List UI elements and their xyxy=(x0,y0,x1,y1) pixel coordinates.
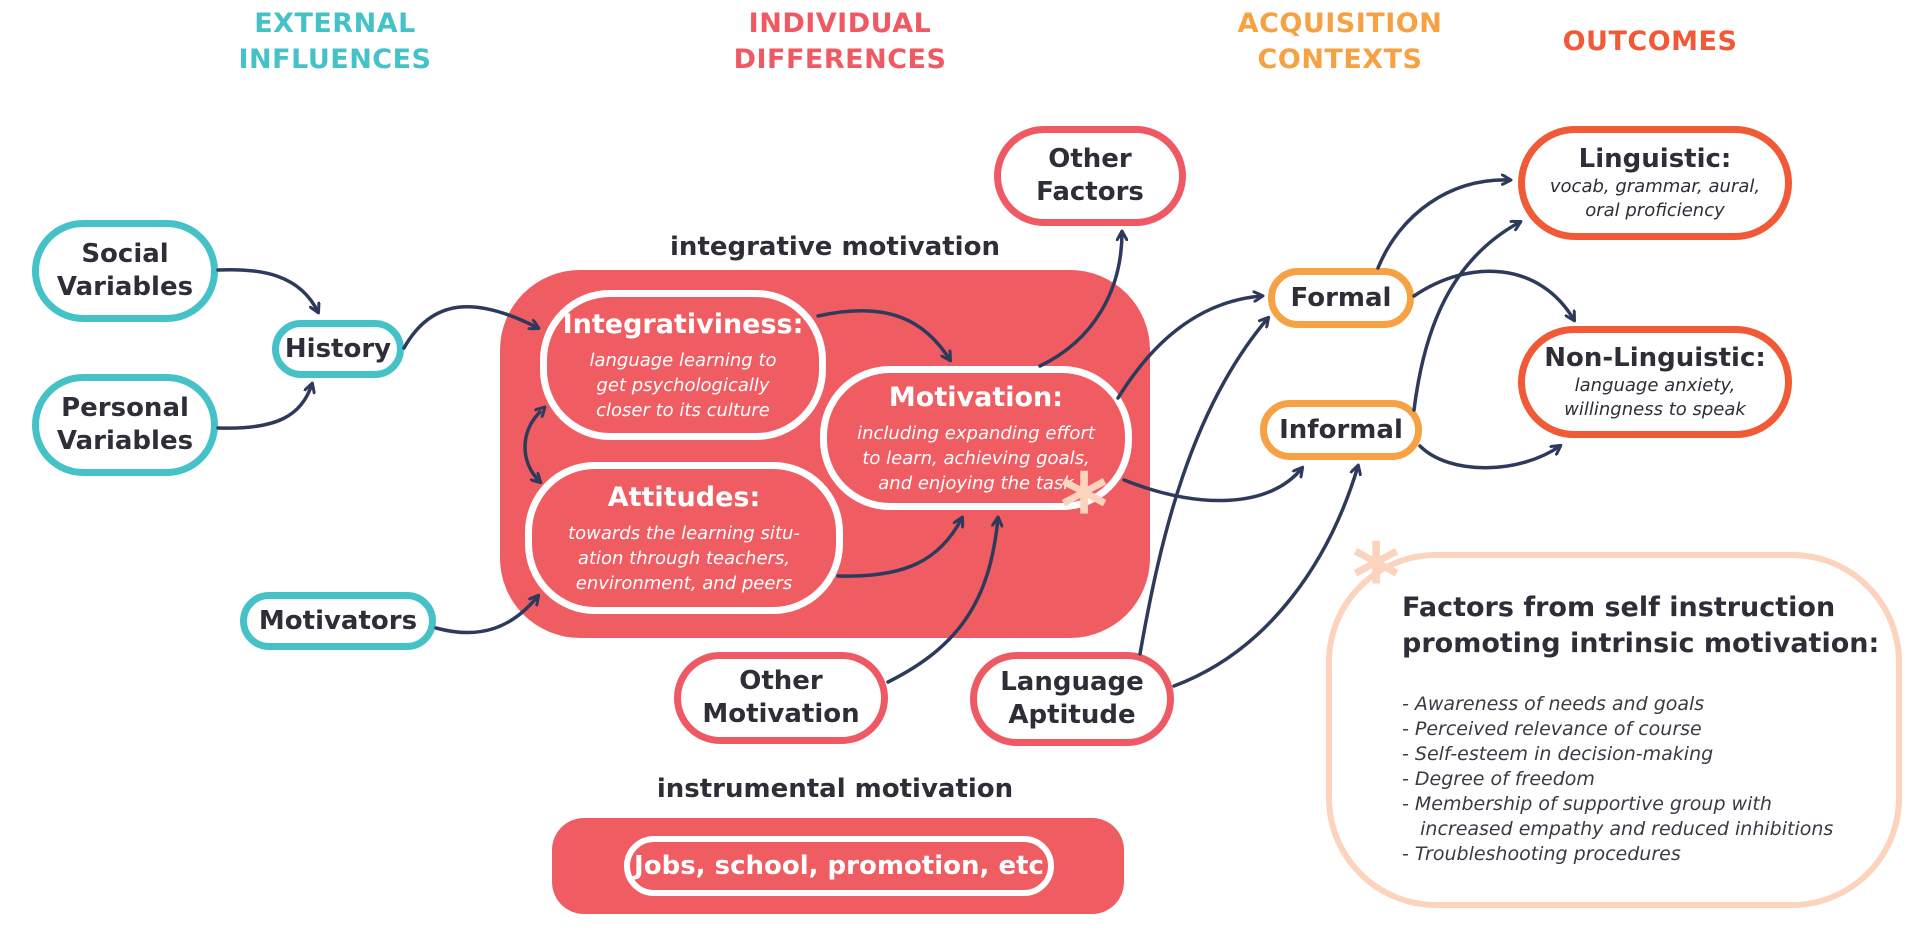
arrow-motivation-to-formal xyxy=(1116,296,1262,400)
arrow-attitudes-to-motivation xyxy=(836,518,962,578)
node-line: Formal xyxy=(1290,283,1392,313)
list-item: increased empathy and reduced inhibition… xyxy=(1402,818,1834,840)
desc-line: get psychologically xyxy=(596,374,770,396)
arrow-formal-to-linguistic xyxy=(1376,180,1510,270)
desc-line: willingness to speak xyxy=(1564,399,1746,420)
motivators-node: Motivators xyxy=(240,592,436,650)
list-item: - Self-esteem in decision-making xyxy=(1402,743,1714,765)
header-line: ACQUISITION xyxy=(1237,8,1443,39)
list-item: - Degree of freedom xyxy=(1402,768,1595,790)
integrative-motivation-label: integrative motivation xyxy=(670,232,1000,262)
instrumental-motivation-label: instrumental motivation xyxy=(656,774,1014,804)
header-line: EXTERNAL xyxy=(254,8,416,39)
arrow-aptitude-to-formal xyxy=(1138,318,1268,656)
header-individual-differences: INDIVIDUAL DIFFERENCES xyxy=(720,6,960,78)
asterisk-marker-self-instruction: * xyxy=(1352,524,1401,631)
title-line: promoting intrinsic motivation: xyxy=(1402,628,1880,659)
arrow-social-to-history xyxy=(216,267,318,312)
attitudes-node: Attitudes: towards the learning situ- at… xyxy=(525,462,843,614)
desc-line: ation through teachers, xyxy=(577,547,791,569)
self-instruction-title: Factors from self instruction promoting … xyxy=(1402,590,1879,662)
node-line: Other xyxy=(1048,144,1132,174)
node-line: Variables xyxy=(56,272,194,302)
header-acquisition-contexts: ACQUISITION CONTEXTS xyxy=(1220,6,1460,78)
desc-line: language anxiety, xyxy=(1574,375,1736,396)
arrow-personal-to-history xyxy=(216,384,312,430)
social-variables-node: Social Variables xyxy=(32,220,218,322)
self-instruction-box xyxy=(1326,552,1902,908)
arrow-history-to-integrativeness xyxy=(402,304,538,350)
node-line: Factors xyxy=(1036,177,1144,207)
desc-line: environment, and peers xyxy=(575,572,793,594)
nonlinguistic-desc: language anxiety, willingness to speak xyxy=(1564,374,1746,422)
title-line: Factors from self instruction xyxy=(1402,592,1836,623)
arrow-motivation-to-informal xyxy=(1122,468,1302,503)
personal-variables-node: Personal Variables xyxy=(32,374,218,476)
node-line: Variables xyxy=(56,426,194,456)
formal-node: Formal xyxy=(1268,268,1414,328)
attitudes-desc: towards the learning situ- ation through… xyxy=(568,521,800,596)
desc-line: and enjoying the task xyxy=(878,472,1074,494)
header-external-influences: EXTERNAL INFLUENCES xyxy=(230,6,440,78)
informal-node: Informal xyxy=(1260,400,1422,460)
desc-line: to learn, achieving goals, xyxy=(862,447,1090,469)
self-instruction-list: - Awareness of needs and goals - Perceiv… xyxy=(1402,692,1833,867)
header-line: INFLUENCES xyxy=(238,44,432,75)
node-line: Motivation xyxy=(702,699,860,729)
motivation-desc: including expanding effort to learn, ach… xyxy=(857,421,1095,496)
arrow-integrativeness-to-motivation xyxy=(816,308,950,360)
list-item: - Troubleshooting procedures xyxy=(1402,843,1681,865)
arrow-motivation-to-other-factors xyxy=(1038,232,1122,368)
node-line: Motivators xyxy=(258,605,418,636)
node-line: History xyxy=(284,333,392,364)
instrumental-examples-text: Jobs, school, promotion, etc xyxy=(634,851,1044,881)
instrumental-examples-node: Jobs, school, promotion, etc xyxy=(624,836,1054,896)
desc-line: including expanding effort xyxy=(857,422,1095,444)
nonlinguistic-title: Non-Linguistic: xyxy=(1544,343,1766,373)
header-line: DIFFERENCES xyxy=(733,44,947,75)
node-line: Social xyxy=(81,239,169,269)
linguistic-desc: vocab, grammar, aural, oral proficiency xyxy=(1550,175,1760,223)
list-item: - Awareness of needs and goals xyxy=(1402,693,1705,715)
language-aptitude-node: Language Aptitude xyxy=(970,652,1174,746)
node-line: Language xyxy=(1000,667,1144,697)
node-line: Informal xyxy=(1279,415,1403,445)
list-item: - Perceived relevance of course xyxy=(1402,718,1702,740)
attitudes-title: Attitudes: xyxy=(607,481,761,513)
desc-line: oral proficiency xyxy=(1585,200,1725,221)
list-item: - Membership of supportive group with xyxy=(1402,793,1772,815)
other-factors-node: Other Factors xyxy=(994,126,1186,226)
other-motivation-node: Other Motivation xyxy=(674,652,888,744)
header-line: CONTEXTS xyxy=(1257,44,1423,75)
asterisk-marker-motivation: * xyxy=(1060,454,1109,561)
arrow-aptitude-to-informal xyxy=(1172,466,1358,688)
arrow-motivators-to-attitudes xyxy=(434,596,538,635)
arrow-informal-to-nonlinguistic xyxy=(1418,446,1560,470)
desc-line: towards the learning situ- xyxy=(568,522,800,544)
arrow-integrativeness-attitudes xyxy=(523,412,540,482)
integrativeness-node: Integrativiness: language learning to ge… xyxy=(540,290,826,440)
integrativeness-desc: language learning to get psychologically… xyxy=(589,348,776,423)
desc-line: vocab, grammar, aural, xyxy=(1549,176,1761,197)
motivation-node: Motivation: including expanding effort t… xyxy=(820,366,1132,510)
integrativeness-title: Integrativiness: xyxy=(562,308,804,340)
arrow-other-motivation-to-motivation xyxy=(886,518,998,684)
desc-line: language learning to xyxy=(589,349,777,371)
linguistic-outcome-node: Linguistic: vocab, grammar, aural, oral … xyxy=(1518,126,1792,240)
node-line: Aptitude xyxy=(1008,700,1136,730)
linguistic-title: Linguistic: xyxy=(1578,144,1732,174)
motivation-title: Motivation: xyxy=(888,381,1064,413)
arrow-informal-to-linguistic xyxy=(1412,222,1520,412)
arrow-formal-to-nonlinguistic xyxy=(1412,269,1574,320)
node-line: Other xyxy=(739,666,823,696)
history-node: History xyxy=(272,320,404,378)
header-line: OUTCOMES xyxy=(1562,26,1738,57)
desc-line: closer to its culture xyxy=(596,399,770,421)
header-outcomes: OUTCOMES xyxy=(1530,24,1770,60)
header-line: INDIVIDUAL xyxy=(748,8,932,39)
nonlinguistic-outcome-node: Non-Linguistic: language anxiety, willin… xyxy=(1518,326,1792,438)
node-line: Personal xyxy=(61,393,189,423)
